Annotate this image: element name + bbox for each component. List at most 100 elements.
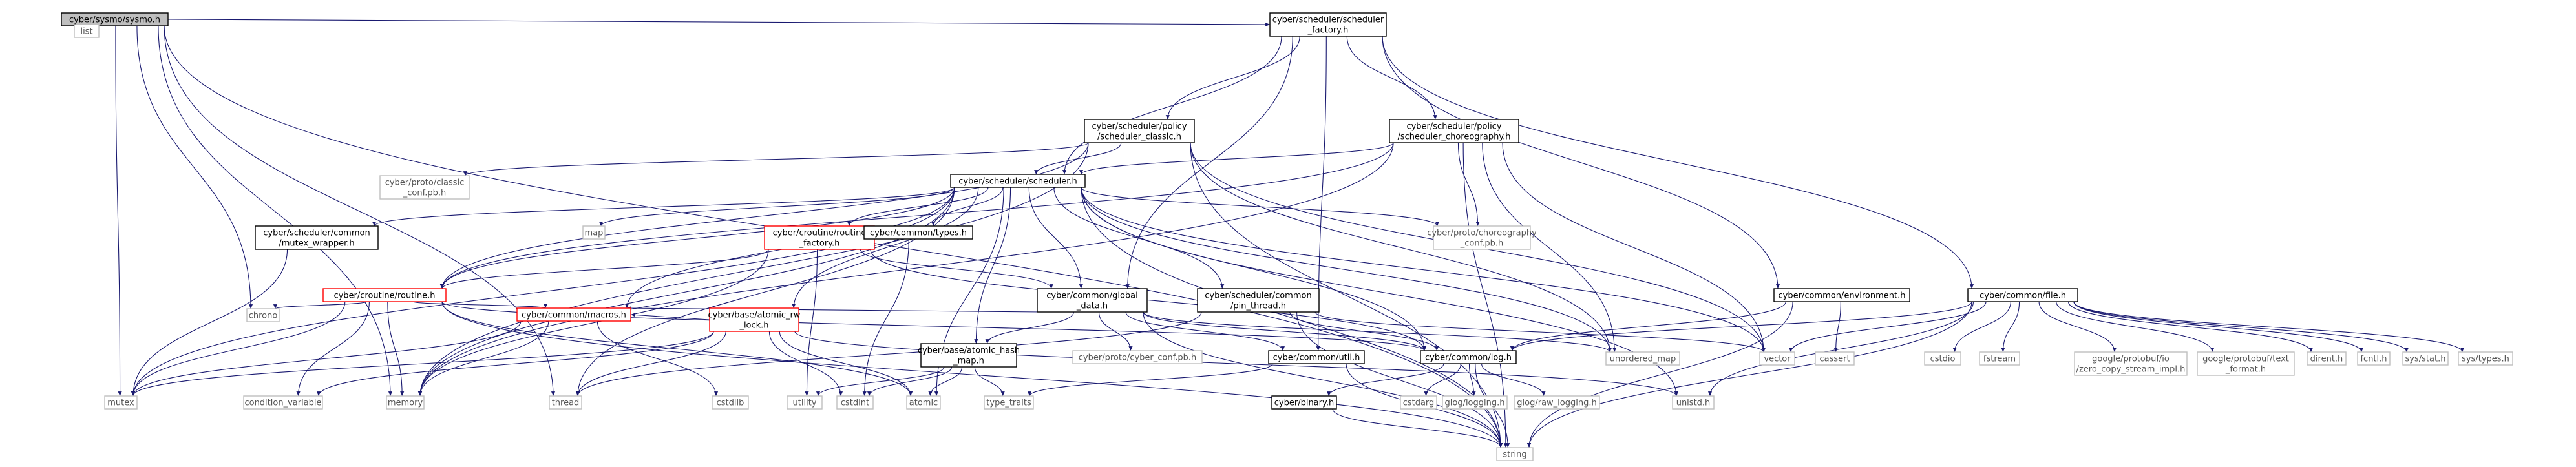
node-box bbox=[1072, 350, 1203, 364]
edge-sysmo-to-mutex bbox=[115, 25, 122, 397]
node-label: cyber/scheduler/policy bbox=[1092, 122, 1187, 132]
edge-sf-to-sch bbox=[1062, 36, 1282, 175]
graph-node-cyber-proto-choreography-conf-pb-h[interactable]: cyber/proto/choreography_conf.pb.h bbox=[1427, 225, 1537, 250]
graph-node-cassert[interactable]: cassert bbox=[1815, 351, 1855, 366]
graph-node-cyber-common-log-h[interactable]: cyber/common/log.h bbox=[1420, 350, 1517, 364]
edge-pc-to-cr bbox=[439, 142, 1089, 289]
graph-node-fcntl-h[interactable]: fcntl.h bbox=[2357, 351, 2391, 366]
graph-node-cyber-scheduler-common-pin-thread-h[interactable]: cyber/scheduler/common/pin_thread.h bbox=[1197, 288, 1320, 313]
node-box bbox=[1815, 351, 1855, 366]
graph-node-glog-logging-h[interactable]: glog/logging.h bbox=[1442, 395, 1508, 410]
graph-node-atomic[interactable]: atomic bbox=[906, 395, 941, 410]
node-box bbox=[1084, 119, 1195, 143]
graph-node-dirent-h[interactable]: dirent.h bbox=[2307, 351, 2347, 366]
node-label: cyber/binary.h bbox=[1274, 399, 1334, 408]
edge-gd-to-util bbox=[1125, 311, 1285, 351]
graph-node-cyber-proto-classic-conf-pb-h[interactable]: cyber/proto/classic_conf.pb.h bbox=[379, 175, 470, 200]
edge-file-to-vector bbox=[1788, 301, 1987, 353]
graph-node-cyber-sysmo-sysmo-h[interactable]: cyber/sysmo/sysmo.h bbox=[61, 12, 169, 26]
graph-node-cyber-scheduler-scheduler-factory-h[interactable]: cyber/scheduler/scheduler_factory.h bbox=[1269, 12, 1387, 37]
graph-node-cyber-proto-cyber-conf-pb-h[interactable]: cyber/proto/cyber_conf.pb.h bbox=[1072, 350, 1203, 364]
graph-node-string[interactable]: string bbox=[1496, 447, 1534, 461]
graph-node-type-traits[interactable]: type_traits bbox=[984, 395, 1034, 410]
node-label: cyber/sysmo/sysmo.h bbox=[69, 16, 160, 25]
node-label: cstdlib bbox=[717, 399, 744, 408]
graph-node-cyber-binary-h[interactable]: cyber/binary.h bbox=[1271, 395, 1337, 410]
graph-node-thread[interactable]: thread bbox=[549, 395, 582, 410]
graph-node-cstdlib[interactable]: cstdlib bbox=[712, 395, 749, 410]
graph-node-unistd-h[interactable]: unistd.h bbox=[1672, 395, 1715, 410]
graph-node-sys-types-h[interactable]: sys/types.h bbox=[2458, 351, 2513, 366]
graph-node-cstdarg[interactable]: cstdarg bbox=[1400, 395, 1437, 410]
node-box bbox=[1773, 288, 1910, 302]
edge-sch-to-unistd bbox=[1081, 187, 1679, 397]
graph-node-cyber-scheduler-policy-scheduler-classic-h[interactable]: cyber/scheduler/policy/scheduler_classic… bbox=[1084, 119, 1195, 143]
edge-sysmo-to-sf bbox=[167, 19, 1271, 27]
edge-env-to-log bbox=[1510, 301, 1786, 351]
edge-log-to-binary bbox=[1327, 363, 1444, 397]
node-box bbox=[1420, 350, 1517, 364]
graph-node-mutex[interactable]: mutex bbox=[104, 395, 138, 410]
edge-file-to-log bbox=[1510, 301, 1972, 351]
graph-node-cyber-common-environment-h[interactable]: cyber/common/environment.h bbox=[1773, 288, 1910, 302]
graph-node-google-protobuf-text-format-h[interactable]: google/protobuf/text_format.h bbox=[2197, 351, 2295, 376]
graph-node-cstdint[interactable]: cstdint bbox=[836, 395, 874, 410]
node-box bbox=[1605, 351, 1680, 366]
node-box bbox=[836, 395, 874, 410]
edge-file-to-unistd bbox=[1707, 301, 1974, 397]
graph-node-fstream[interactable]: fstream bbox=[1979, 351, 2020, 366]
graph-node-cyber-common-global-data-h[interactable]: cyber/common/global_data.h bbox=[1037, 288, 1148, 313]
graph-node-cstdio[interactable]: cstdio bbox=[1924, 351, 1961, 366]
edge-cr-to-string bbox=[441, 301, 1503, 448]
graph-node-cyber-common-macros-h[interactable]: cyber/common/macros.h bbox=[516, 307, 631, 322]
graph-node-cyber-common-util-h[interactable]: cyber/common/util.h bbox=[1268, 350, 1365, 364]
graph-node-cyber-scheduler-common-mutex-wrapper-h[interactable]: cyber/scheduler/common/mutex_wrapper.h bbox=[255, 225, 379, 250]
edge-macros-to-memory bbox=[417, 320, 549, 397]
node-label: _data.h bbox=[1076, 302, 1108, 311]
graph-node-vector[interactable]: vector bbox=[1759, 351, 1795, 366]
graph-node-list[interactable]: list bbox=[74, 24, 100, 38]
graph-node-cyber-scheduler-policy-scheduler-choreography-h[interactable]: cyber/scheduler/policy/scheduler_choreog… bbox=[1389, 119, 1519, 143]
node-box bbox=[984, 395, 1034, 410]
node-box bbox=[1269, 12, 1387, 37]
edge-pc-to-string bbox=[1190, 142, 1503, 448]
graph-node-chrono[interactable]: chrono bbox=[246, 308, 280, 322]
node-box bbox=[549, 395, 582, 410]
graph-node-unordered-map[interactable]: unordered_map bbox=[1605, 351, 1680, 366]
edge-cr-to-memory bbox=[387, 301, 405, 397]
graph-node-sys-stat-h[interactable]: sys/stat.h bbox=[2402, 351, 2449, 366]
graph-node-glog-raw-logging-h[interactable]: glog/raw_logging.h bbox=[1514, 395, 1600, 410]
node-label: cyber/scheduler/scheduler bbox=[1272, 16, 1384, 25]
graph-node-cyber-common-types-h[interactable]: cyber/common/types.h bbox=[863, 225, 973, 240]
edge-sf-to-pc bbox=[1165, 36, 1300, 120]
node-box bbox=[1400, 395, 1437, 410]
edge-log-to-glog bbox=[1468, 363, 1476, 397]
edge-sysmo-to-thread bbox=[164, 25, 556, 397]
graph-node-cyber-croutine-routine-h[interactable]: cyber/croutine/routine.h bbox=[322, 288, 447, 302]
graph-node-google-protobuf-io-zero-copy-stream-impl-h[interactable]: google/protobuf/io/zero_copy_stream_impl… bbox=[2074, 351, 2188, 376]
graph-node-map[interactable]: map bbox=[582, 225, 606, 240]
node-box bbox=[1197, 288, 1320, 313]
node-box bbox=[712, 395, 749, 410]
edge-gd-to-cyconf bbox=[1098, 311, 1133, 351]
edge-macros-to-mutex bbox=[131, 320, 522, 397]
node-label: glog/logging.h bbox=[1445, 399, 1505, 408]
edge-file-to-systypes bbox=[2073, 301, 2464, 353]
node-box bbox=[1514, 395, 1600, 410]
node-box bbox=[1496, 447, 1534, 461]
node-label: /pin_thread.h bbox=[1230, 302, 1286, 311]
graph-node-condition-variable[interactable]: condition_variable bbox=[243, 395, 323, 410]
graph-node-utility[interactable]: utility bbox=[787, 395, 823, 410]
node-box bbox=[2458, 351, 2513, 366]
node-box bbox=[322, 288, 447, 302]
graph-node-cyber-base-atomic-hash-map-h[interactable]: cyber/base/atomic_hash_map.h bbox=[918, 343, 1020, 368]
graph-node-memory[interactable]: memory bbox=[386, 395, 425, 410]
graph-node-cyber-scheduler-scheduler-h[interactable]: cyber/scheduler/scheduler.h bbox=[950, 174, 1086, 188]
graph-node-cyber-common-file-h[interactable]: cyber/common/file.h bbox=[1967, 288, 2078, 302]
graph-node-cyber-base-atomic-rw-lock-h[interactable]: cyber/base/atomic_rw_lock.h bbox=[708, 307, 801, 332]
node-label: cyber/proto/cyber_conf.pb.h bbox=[1079, 353, 1196, 363]
graph-node-cyber-croutine-routine-factory-h[interactable]: cyber/croutine/routine_factory.h bbox=[764, 225, 875, 250]
node-label: list bbox=[80, 27, 92, 37]
edge-cr-to-chrono bbox=[273, 301, 367, 309]
node-label: _lock.h bbox=[739, 321, 768, 331]
